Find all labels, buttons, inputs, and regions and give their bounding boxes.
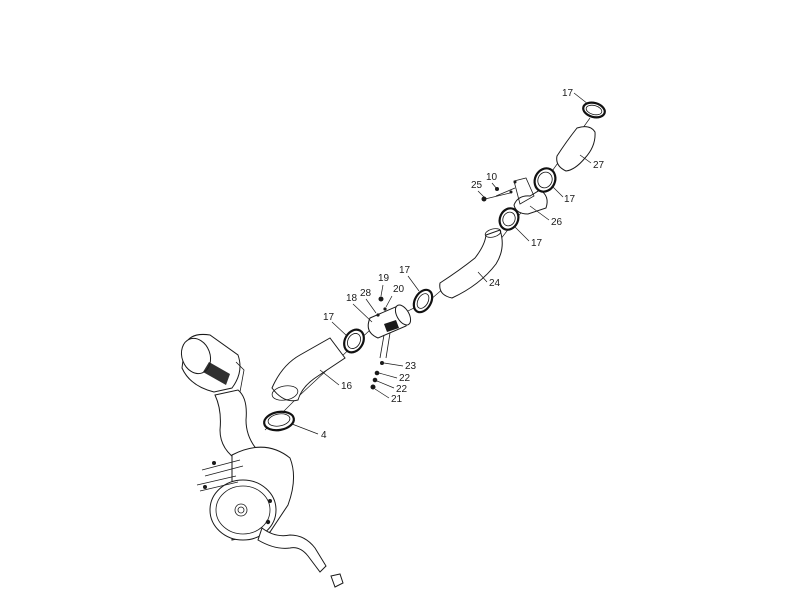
callout-18: 18	[346, 293, 358, 304]
precleaner-cap	[180, 334, 245, 397]
callout-17: 17	[564, 194, 576, 205]
callout-17: 17	[323, 312, 335, 323]
leader-lines	[291, 92, 592, 435]
callout-21: 21	[391, 394, 403, 405]
hose-27	[556, 126, 596, 172]
hose-16	[271, 337, 346, 402]
callout-27: 27	[593, 160, 605, 171]
nut-21	[370, 384, 376, 390]
clamp-upper	[533, 167, 557, 193]
washer-20	[383, 307, 387, 311]
callout-17: 17	[562, 88, 574, 99]
callout-10: 10	[486, 172, 498, 183]
clamp-mid	[498, 207, 520, 231]
callout-17: 17	[531, 238, 543, 249]
stud-23	[380, 361, 384, 365]
callout-20: 20	[393, 284, 405, 295]
assembly-centerline	[264, 117, 591, 431]
washer-22b	[372, 377, 378, 383]
callout-17: 17	[399, 265, 411, 276]
callout-19: 19	[378, 273, 390, 284]
seal-4	[263, 410, 295, 432]
air-cleaner-assembly	[180, 334, 344, 588]
callout-22: 22	[396, 384, 408, 395]
vacuator-valve	[330, 573, 344, 588]
washer-22a	[374, 370, 380, 376]
air-cleaner-housing	[196, 446, 294, 541]
callout-4: 4	[321, 430, 327, 441]
callout-labels: 17 27 10 25 17 26 17 17 24 19 28 20 18 1…	[321, 88, 605, 441]
bolt-25	[481, 192, 511, 202]
elbow-26	[509, 177, 548, 215]
clamp-16	[343, 328, 365, 354]
clamp-24	[412, 288, 434, 314]
tube-18	[367, 304, 412, 339]
outlet-hose	[257, 527, 327, 573]
callout-28: 28	[360, 288, 372, 299]
callout-26: 26	[551, 217, 563, 228]
callout-16: 16	[341, 381, 353, 392]
plug-28	[376, 313, 380, 317]
callout-25: 25	[471, 180, 483, 191]
clamp-top	[582, 101, 606, 119]
hose-24	[439, 229, 503, 299]
callout-22: 22	[399, 373, 411, 384]
callout-24: 24	[489, 278, 501, 289]
bracket-hardware	[370, 296, 399, 390]
sensor-19	[378, 296, 384, 302]
callout-23: 23	[405, 361, 417, 372]
